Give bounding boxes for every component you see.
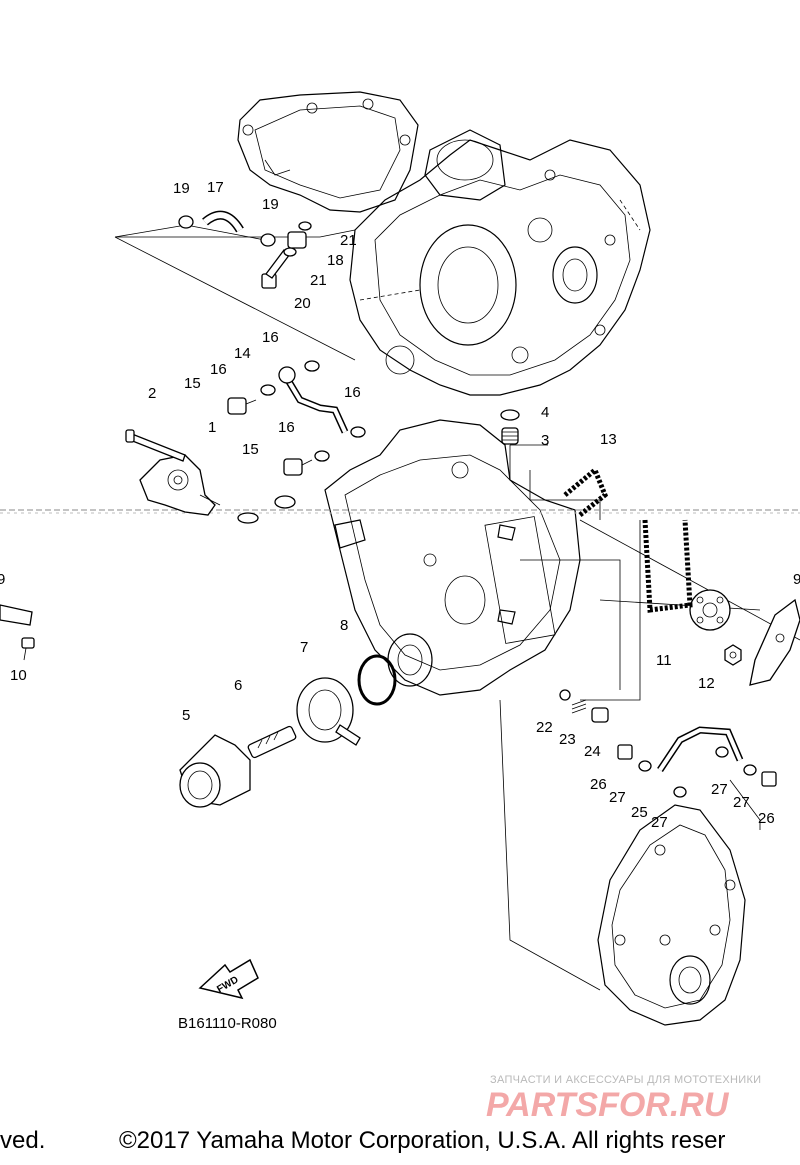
cylinder-head-outline [237, 91, 419, 213]
callout-21-top: 21 [340, 232, 357, 249]
callout-4: 4 [541, 404, 549, 421]
upper-crankcase-outline [349, 129, 651, 396]
part-bolt-10 [21, 637, 35, 661]
callout-11: 11 [656, 652, 672, 669]
callout-10: 10 [10, 667, 27, 684]
callout-27-d: 27 [733, 794, 750, 811]
callout-15-top: 15 [184, 375, 201, 392]
callout-13: 13 [600, 431, 617, 448]
copyright-left-fragment: ved. [0, 1127, 46, 1154]
callout-26-right: 26 [758, 810, 775, 827]
part-filter-housing-7 [296, 677, 361, 746]
callout-2: 2 [148, 385, 156, 402]
part-union-bolt-20 [261, 249, 291, 289]
part-spring-23 [571, 699, 587, 714]
callout-5: 5 [182, 707, 190, 724]
callout-labels: 1 2 3 4 5 6 7 8 9 9 10 11 12 13 14 15 15… [0, 179, 800, 831]
part-o-ring-8 [357, 654, 397, 706]
part-union-bolt-6 [247, 725, 297, 759]
callout-19-right: 19 [262, 196, 279, 213]
callout-16-d: 16 [278, 419, 295, 436]
watermark: ЗАПЧАСТИ И АКСЕССУАРЫ ДЛЯ МОТОТЕХНИКИ PA… [486, 1074, 761, 1124]
part-bolt-2 [125, 429, 186, 462]
watermark-tagline: ЗАПЧАСТИ И АКСЕССУАРЫ ДЛЯ МОТОТЕХНИКИ [490, 1074, 761, 1086]
callout-8: 8 [340, 617, 348, 634]
callout-7: 7 [300, 639, 308, 656]
callout-9-left: 9 [0, 571, 5, 588]
part-guide-9 [0, 604, 33, 626]
callout-27-c: 27 [711, 781, 728, 798]
part-chain-13 [563, 465, 693, 613]
part-chain-guide-right [749, 598, 800, 686]
callout-21-bottom: 21 [310, 272, 327, 289]
copyright-main: ©2017 Yamaha Motor Corporation, U.S.A. A… [119, 1127, 726, 1154]
part-plug-24 [591, 707, 609, 723]
part-oil-pipe-14 [278, 366, 349, 434]
part-oil-pipe-25 [657, 726, 744, 772]
callout-18: 18 [327, 252, 344, 269]
part-oil-pump [139, 454, 221, 516]
callout-22: 22 [536, 719, 553, 736]
callout-26-left: 26 [590, 776, 607, 793]
callout-17: 17 [207, 179, 224, 196]
part-o-rings-21 [283, 221, 312, 257]
callout-3: 3 [541, 432, 549, 449]
part-dowel [237, 495, 296, 524]
fwd-arrow: FWD [198, 958, 259, 1000]
diagram-reference-code: B161110-R080 [178, 1015, 277, 1032]
callout-16-b: 16 [210, 361, 227, 378]
callout-19-left: 19 [173, 180, 190, 197]
callout-9-right: 9 [793, 571, 800, 588]
part-ball-22 [559, 689, 571, 701]
callout-24: 24 [584, 743, 601, 760]
part-sprocket-11 [689, 589, 731, 631]
part-hose-17 [202, 210, 244, 233]
callout-16-a: 16 [262, 329, 279, 346]
callout-6: 6 [234, 677, 242, 694]
callout-20: 20 [294, 295, 311, 312]
callout-25: 25 [631, 804, 648, 821]
part-nut-12 [724, 644, 742, 666]
part-bolts-26 [617, 744, 777, 787]
crankcase-cover-outline [597, 804, 746, 1026]
part-clamps-19 [178, 215, 276, 247]
watermark-brand: PARTSFOR.RU [486, 1086, 730, 1124]
callout-16-c: 16 [344, 384, 361, 401]
part-drain-plug-3 [501, 427, 519, 445]
callout-23: 23 [559, 731, 576, 748]
part-joint-18 [287, 231, 307, 249]
callout-14: 14 [234, 345, 251, 362]
callout-27-b: 27 [651, 814, 668, 831]
part-oil-filter-5 [179, 734, 251, 808]
callout-15-bottom: 15 [242, 441, 259, 458]
part-bolts-15 [227, 397, 313, 476]
callout-27-a: 27 [609, 789, 626, 806]
part-washers-16 [260, 360, 366, 462]
part-gasket-4 [500, 409, 520, 421]
copyright-line: ved. ©2017 Yamaha Motor Corporation, U.S… [0, 1127, 800, 1159]
lower-crankcase-outline [324, 419, 581, 696]
callout-12: 12 [698, 675, 715, 692]
callout-1: 1 [208, 419, 216, 436]
part-washers-27 [638, 746, 757, 798]
